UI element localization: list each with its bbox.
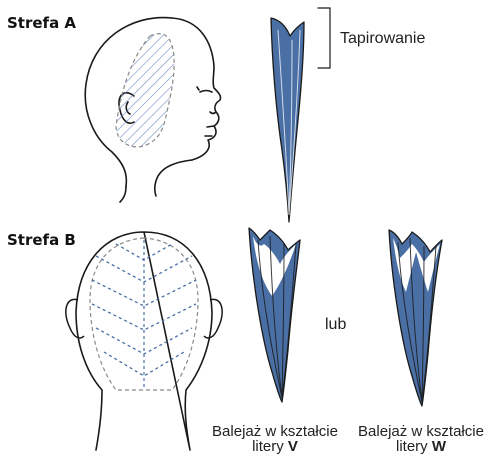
w-balayage-strand-illustration xyxy=(389,230,442,406)
v-caption-prefix: litery xyxy=(252,438,288,455)
zone-b-title: Strefa B xyxy=(7,231,76,249)
zone-a-title: Strefa A xyxy=(7,14,76,32)
zone-a-hatched-area xyxy=(116,34,174,147)
v-caption-letter: V xyxy=(288,438,298,455)
v-caption-line2: litery V xyxy=(200,439,350,454)
w-caption-line2: litery W xyxy=(346,439,496,454)
v-balayage-caption: Balejaż w kształcie litery V xyxy=(200,424,350,454)
v-balayage-strand-illustration xyxy=(249,228,300,402)
teased-strand-illustration xyxy=(271,8,330,222)
back-head-illustration xyxy=(66,232,222,450)
w-caption-prefix: litery xyxy=(396,438,432,455)
or-connector-label: lub xyxy=(325,316,346,334)
w-caption-line1: Balejaż w kształcie xyxy=(346,424,496,439)
w-balayage-caption: Balejaż w kształcie litery W xyxy=(346,424,496,454)
w-caption-letter: W xyxy=(432,438,446,455)
teasing-label: Tapirowanie xyxy=(340,30,425,48)
v-caption-line1: Balejaż w kształcie xyxy=(200,424,350,439)
